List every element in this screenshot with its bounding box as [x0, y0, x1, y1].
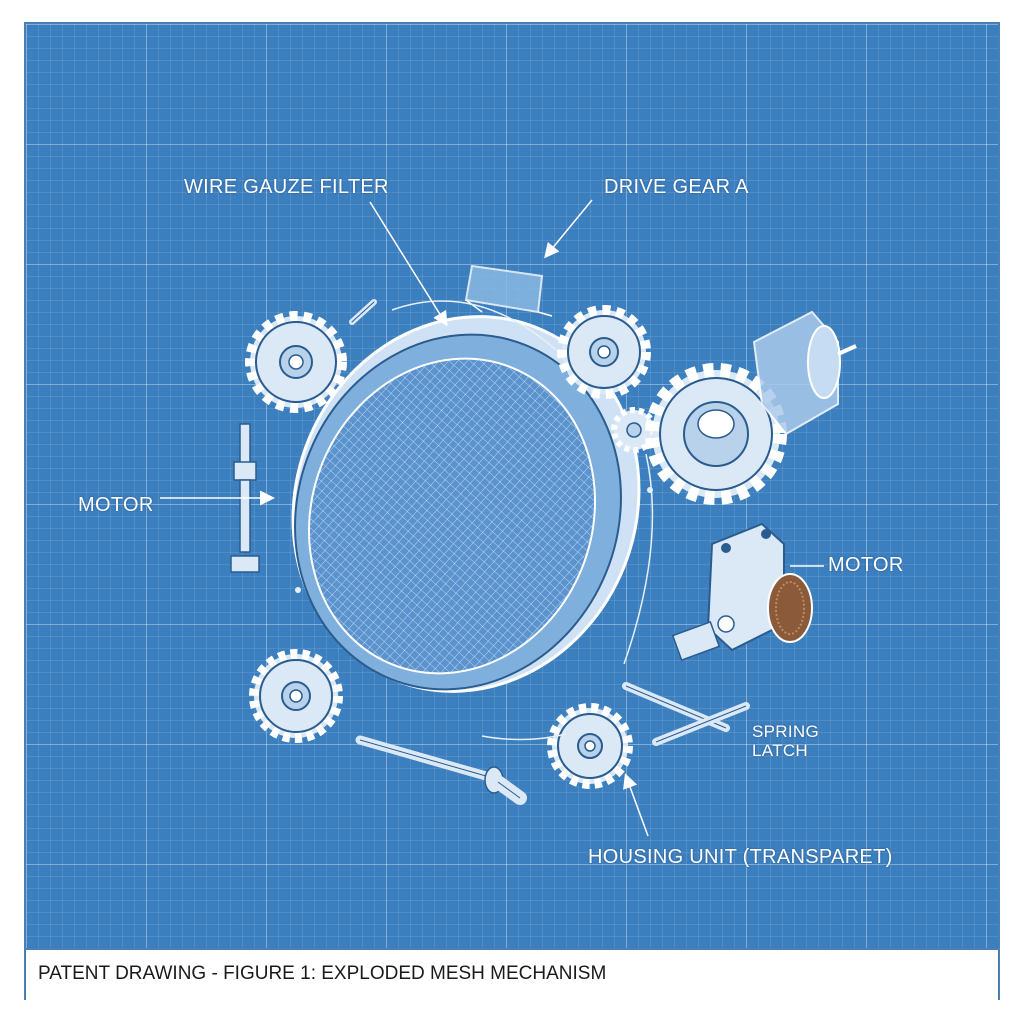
leader-wire-gauze-filter	[369, 201, 448, 327]
leader-lines	[160, 199, 824, 837]
exploded-mechanism-drawing	[160, 199, 857, 837]
spring-latch	[622, 682, 750, 746]
caption-bar: PATENT DRAWING - FIGURE 1: EXPLODED MESH…	[26, 948, 998, 1000]
assembly-arcs	[295, 300, 654, 741]
vertical-pin	[230, 423, 260, 573]
lower-shaft	[355, 735, 527, 805]
label-housing-unit: HOUSING UNIT (TRANSPARET)	[588, 846, 893, 868]
drive-gear-large	[645, 363, 787, 505]
label-spring-latch-line2: LATCH	[752, 741, 808, 760]
wire-gauze-filter	[291, 315, 641, 693]
gear-lower-left	[249, 649, 343, 743]
blueprint-drawing-area: WIRE GAUZE FILTER DRIVE GEAR A MOTOR MOT…	[26, 24, 998, 948]
gear-upper-left	[245, 311, 347, 413]
leader-drive-gear-a	[544, 199, 593, 259]
label-drive-gear-a: DRIVE GEAR A	[604, 176, 749, 198]
label-wire-gauze-filter: WIRE GAUZE FILTER	[184, 176, 389, 198]
label-spring-latch-line1: SPRING	[752, 722, 819, 741]
drive-gear-small	[557, 305, 651, 399]
gear-bottom	[547, 703, 633, 789]
label-spring-latch: SPRING LATCH	[752, 722, 819, 760]
small-pin	[349, 299, 377, 325]
figure-caption: PATENT DRAWING - FIGURE 1: EXPLODED MESH…	[38, 963, 607, 984]
label-motor-right: MOTOR	[828, 554, 904, 576]
label-motor-left: MOTOR	[78, 494, 154, 516]
motor-upper-right	[752, 310, 857, 436]
motor-right	[671, 522, 813, 662]
housing-bracket	[464, 264, 553, 317]
leader-housing-unit	[623, 773, 649, 837]
patent-sheet: WIRE GAUZE FILTER DRIVE GEAR A MOTOR MOT…	[24, 22, 1000, 1000]
